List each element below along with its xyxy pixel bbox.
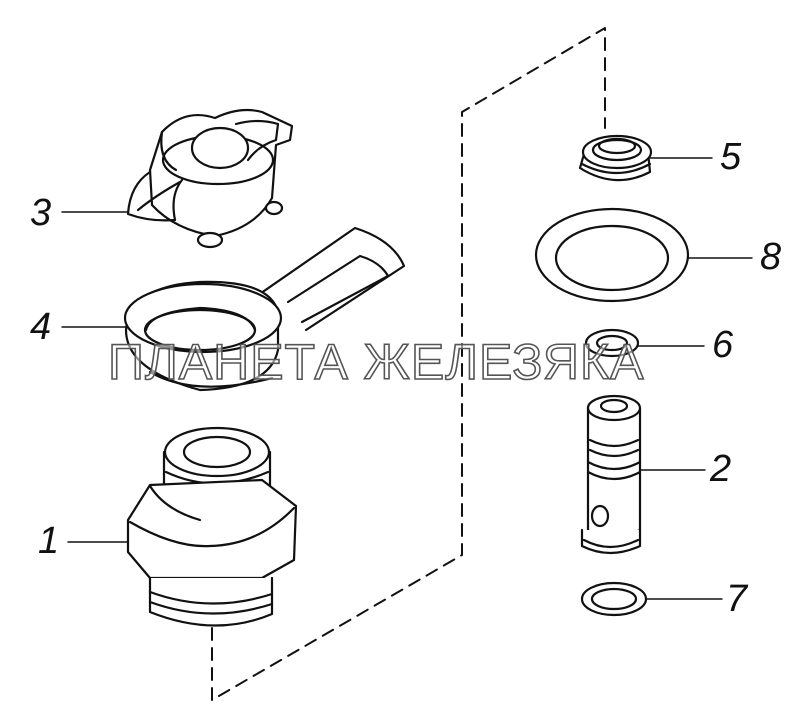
valve-stem-part-2: [580, 394, 642, 555]
label-part-1: 1: [38, 520, 60, 562]
watermark-text: ПЛАНЕТА ЖЕЛЕЗЯКА: [107, 333, 645, 391]
washer-part-7: [580, 581, 648, 617]
label-part-5: 5: [720, 136, 742, 178]
label-part-8: 8: [760, 236, 782, 278]
dashed-assembly-line: [211, 27, 606, 701]
label-part-7: 7: [726, 578, 748, 620]
washer-part-6: [584, 328, 640, 358]
label-part-6: 6: [712, 324, 734, 366]
strap-ring-part-4: [123, 226, 406, 392]
threaded-cap-part-5: [578, 134, 653, 182]
fitting-part-1: [126, 426, 298, 627]
o-ring-part-8: [534, 207, 690, 303]
label-part-3: 3: [30, 192, 52, 234]
label-part-2: 2: [710, 448, 732, 490]
label-part-4: 4: [30, 306, 52, 348]
cap-part-3: [126, 108, 294, 249]
